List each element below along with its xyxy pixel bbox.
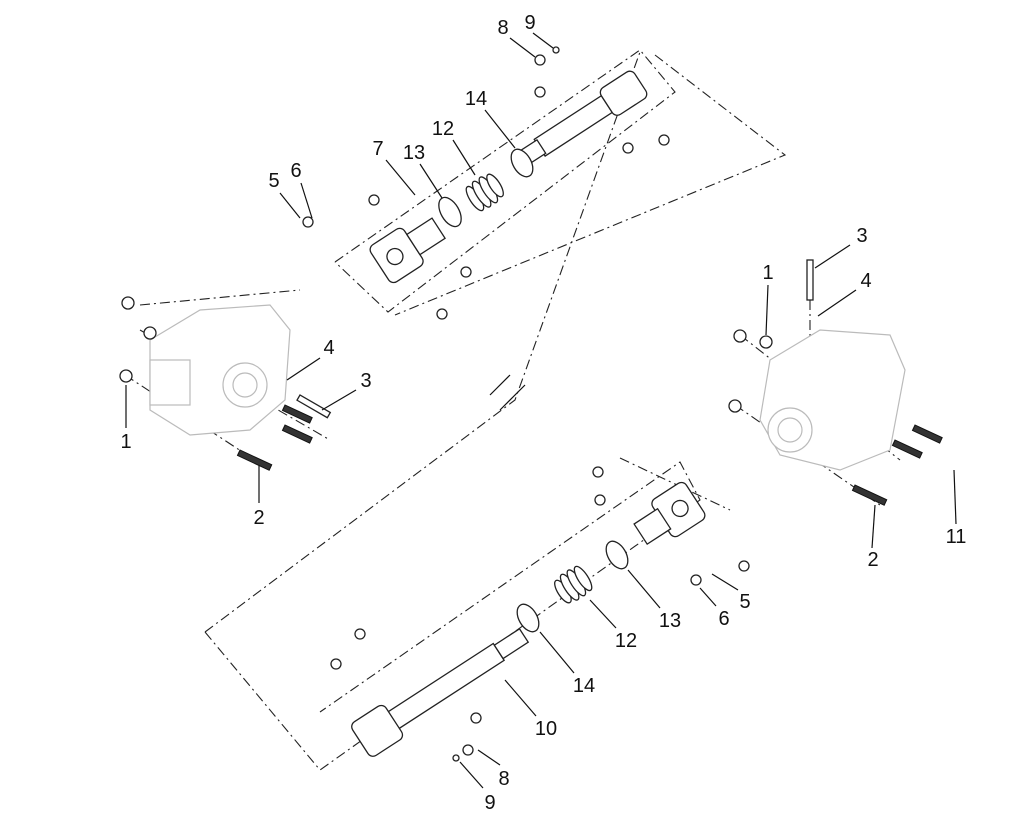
- fasteners: [119, 46, 943, 762]
- callout-10: 10: [535, 718, 557, 740]
- upper-clamp-14: [510, 148, 534, 178]
- callout-11: 11: [946, 526, 967, 548]
- lower-boot: [554, 565, 593, 604]
- callout-6-upper: 6: [290, 160, 301, 182]
- callout-13-upper: 13: [403, 142, 425, 164]
- callout-8-lower: 8: [498, 768, 509, 790]
- callout-14-lower: 14: [573, 675, 595, 697]
- callout-3-left: 3: [360, 370, 371, 392]
- leader-lines: [125, 32, 957, 789]
- front-differential-housing: [149, 304, 291, 436]
- lower-drive-shaft: [351, 481, 706, 757]
- callout-4-left: 4: [323, 337, 334, 359]
- callout-13-lower: 13: [659, 610, 681, 632]
- callout-2-left: 2: [253, 507, 264, 529]
- callout-8-upper: 8: [497, 17, 508, 39]
- upper-clamp-13: [438, 196, 462, 228]
- callout-9-lower: 9: [484, 792, 495, 814]
- callout-7: 7: [372, 138, 383, 160]
- callout-2-right: 2: [867, 549, 878, 571]
- callout-12-lower: 12: [615, 630, 637, 652]
- rear-differential-housing: [759, 329, 906, 471]
- upper-boot: [465, 173, 504, 212]
- callout-3-right: 3: [856, 225, 867, 247]
- lower-clamp-13: [605, 540, 629, 570]
- lower-clamp-14: [516, 603, 540, 633]
- callout-5-upper: 5: [268, 170, 279, 192]
- callout-6-lower: 6: [718, 608, 729, 630]
- callout-1-left: 1: [120, 431, 131, 453]
- upper-yoke: [369, 217, 446, 284]
- callout-9-upper: 9: [524, 12, 535, 34]
- callouts: 8 9 14 12 13 7 5 6 3 1 4 2 11 4 3 1 2 5 …: [120, 12, 966, 814]
- assembly-guide-lines: [124, 49, 901, 771]
- callout-1-right: 1: [762, 262, 773, 284]
- upper-drive-shaft: [369, 70, 648, 284]
- callout-5-lower: 5: [739, 591, 750, 613]
- callout-4-right: 4: [860, 270, 871, 292]
- lower-yoke: [633, 481, 706, 546]
- callout-14-upper: 14: [465, 88, 487, 110]
- callout-12-upper: 12: [432, 118, 454, 140]
